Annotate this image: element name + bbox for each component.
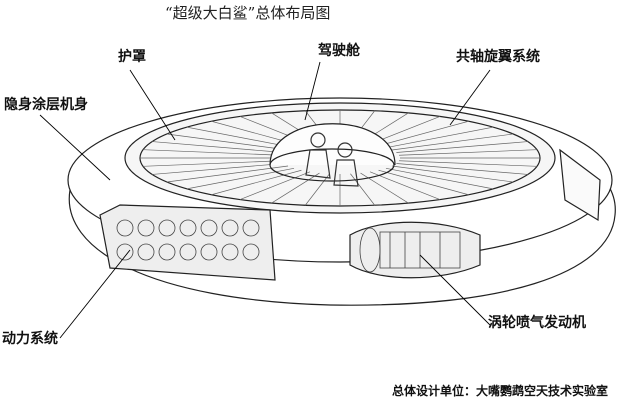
machinery-part <box>242 243 260 261</box>
cockpit-dome <box>269 123 396 166</box>
machinery-part <box>179 219 197 237</box>
rotor-blade <box>304 173 330 206</box>
rotor-blade <box>396 141 528 153</box>
rotor-blade <box>152 141 284 153</box>
machinery-part <box>116 219 134 237</box>
label-fuselage: 隐身涂层机身 <box>4 97 88 113</box>
power-cutaway <box>99 204 276 281</box>
diagram-title: “超级大白鲨”总体布局图 <box>165 4 331 22</box>
rotor-blade <box>271 172 320 204</box>
machinery-part <box>158 243 176 261</box>
machinery-part <box>221 219 239 237</box>
rotor-blade <box>211 169 302 196</box>
rotor-blade <box>399 160 537 167</box>
leader-lines <box>39 61 491 339</box>
rotor-blade <box>166 133 289 151</box>
rotor-blade <box>385 126 494 149</box>
rotor-blade <box>143 160 281 167</box>
rotor-grid <box>140 110 540 206</box>
rotor-blade <box>143 149 281 156</box>
rotor-blade <box>369 171 441 200</box>
rotor-blade <box>378 120 469 147</box>
label-engine: 涡轮喷气发动机 <box>488 315 586 331</box>
machinery-part <box>221 243 239 261</box>
rotor-blade <box>186 126 295 149</box>
rotor-blade <box>166 165 289 183</box>
pilot-figures <box>305 132 359 187</box>
rotor-blade <box>385 167 494 190</box>
machinery-part <box>200 243 218 261</box>
label-rotor: 共轴旋翼系统 <box>456 49 540 65</box>
rotor-blade <box>396 163 528 175</box>
engine-core <box>359 227 461 273</box>
machinery-part <box>137 219 155 237</box>
rotor-blade <box>391 165 514 183</box>
rotor-blade <box>152 163 284 175</box>
power-machinery <box>116 219 260 261</box>
label-shield: 护罩 <box>118 49 146 65</box>
rotor-blade <box>378 169 469 196</box>
cockpit-base <box>269 148 395 182</box>
machinery-part <box>137 243 155 261</box>
rotor-blade <box>391 133 514 151</box>
machinery-part <box>179 243 197 261</box>
label-cockpit: 驾驶舱 <box>318 43 360 59</box>
rear-vents <box>559 148 601 222</box>
machinery-part <box>200 219 218 237</box>
engine-cutaway <box>349 221 481 279</box>
rotor-blade <box>350 173 376 206</box>
rotor-blade <box>239 171 311 200</box>
machinery-part <box>242 219 260 237</box>
design-unit-footer: 总体设计单位：大嘴鹦鹉空天技术实验室 <box>392 384 609 398</box>
rotor-blade <box>399 149 537 156</box>
machinery-part <box>158 219 176 237</box>
label-power: 动力系统 <box>2 331 58 347</box>
machinery-part <box>116 243 134 261</box>
